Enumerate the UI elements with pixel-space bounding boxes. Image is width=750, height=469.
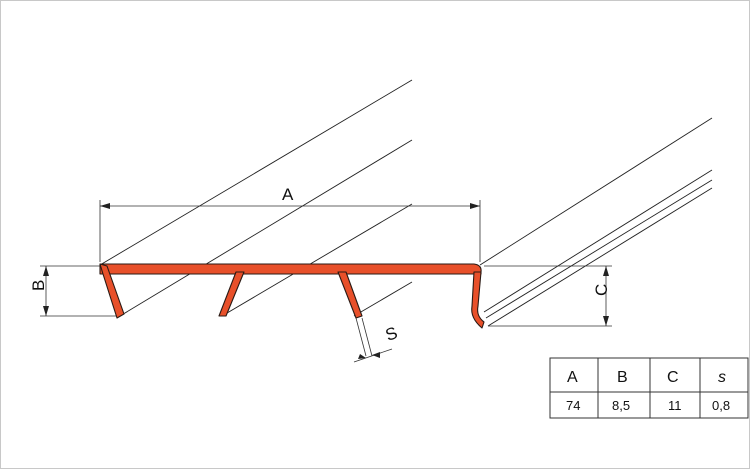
dimension-s-label: S — [383, 323, 400, 345]
dimension-a-label: A — [282, 185, 294, 204]
dimension-s: S — [353, 317, 400, 363]
dimension-b: B — [29, 265, 120, 317]
table-value-c: 11 — [668, 398, 682, 413]
dimension-a: A — [99, 185, 481, 262]
dimension-b-label: B — [29, 280, 48, 291]
table-value-s: 0,8 — [712, 398, 730, 413]
table-header-a: A — [567, 369, 578, 386]
table-value-a: 74 — [566, 398, 580, 413]
perspective-lines — [99, 79, 713, 327]
table-value-b: 8,5 — [612, 398, 630, 413]
dimension-c: C — [484, 265, 612, 327]
table-header-s: s — [718, 369, 726, 386]
dimension-c-label: C — [592, 284, 611, 296]
profile-cross-section — [99, 263, 485, 329]
table-header-b: B — [617, 369, 628, 386]
table-header-c: C — [667, 369, 679, 386]
dimension-table: A B C s 74 8,5 11 0,8 — [549, 357, 749, 419]
